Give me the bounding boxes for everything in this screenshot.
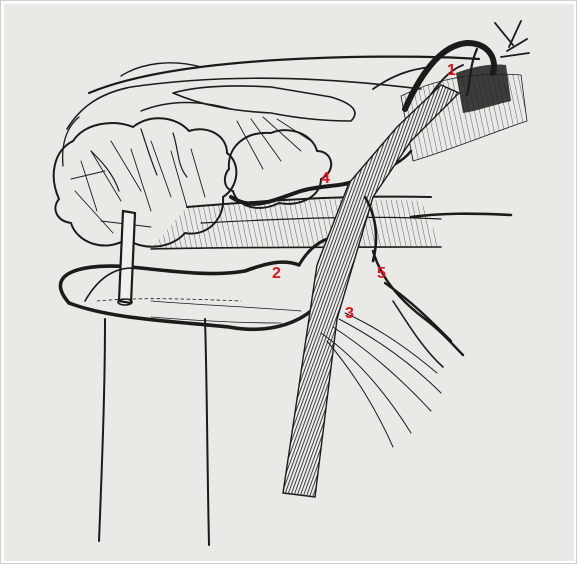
lower-tube — [85, 268, 209, 545]
label-5: 5 — [377, 266, 386, 282]
label-2: 2 — [272, 266, 281, 282]
left-vessel-stub — [118, 211, 135, 305]
central-lobes — [141, 86, 355, 208]
vessel-loop-2 — [60, 236, 351, 329]
horizontal-muscle — [151, 197, 441, 249]
label-1: 1 — [447, 63, 456, 79]
label-3: 3 — [345, 306, 354, 322]
label-4: 4 — [321, 171, 330, 187]
